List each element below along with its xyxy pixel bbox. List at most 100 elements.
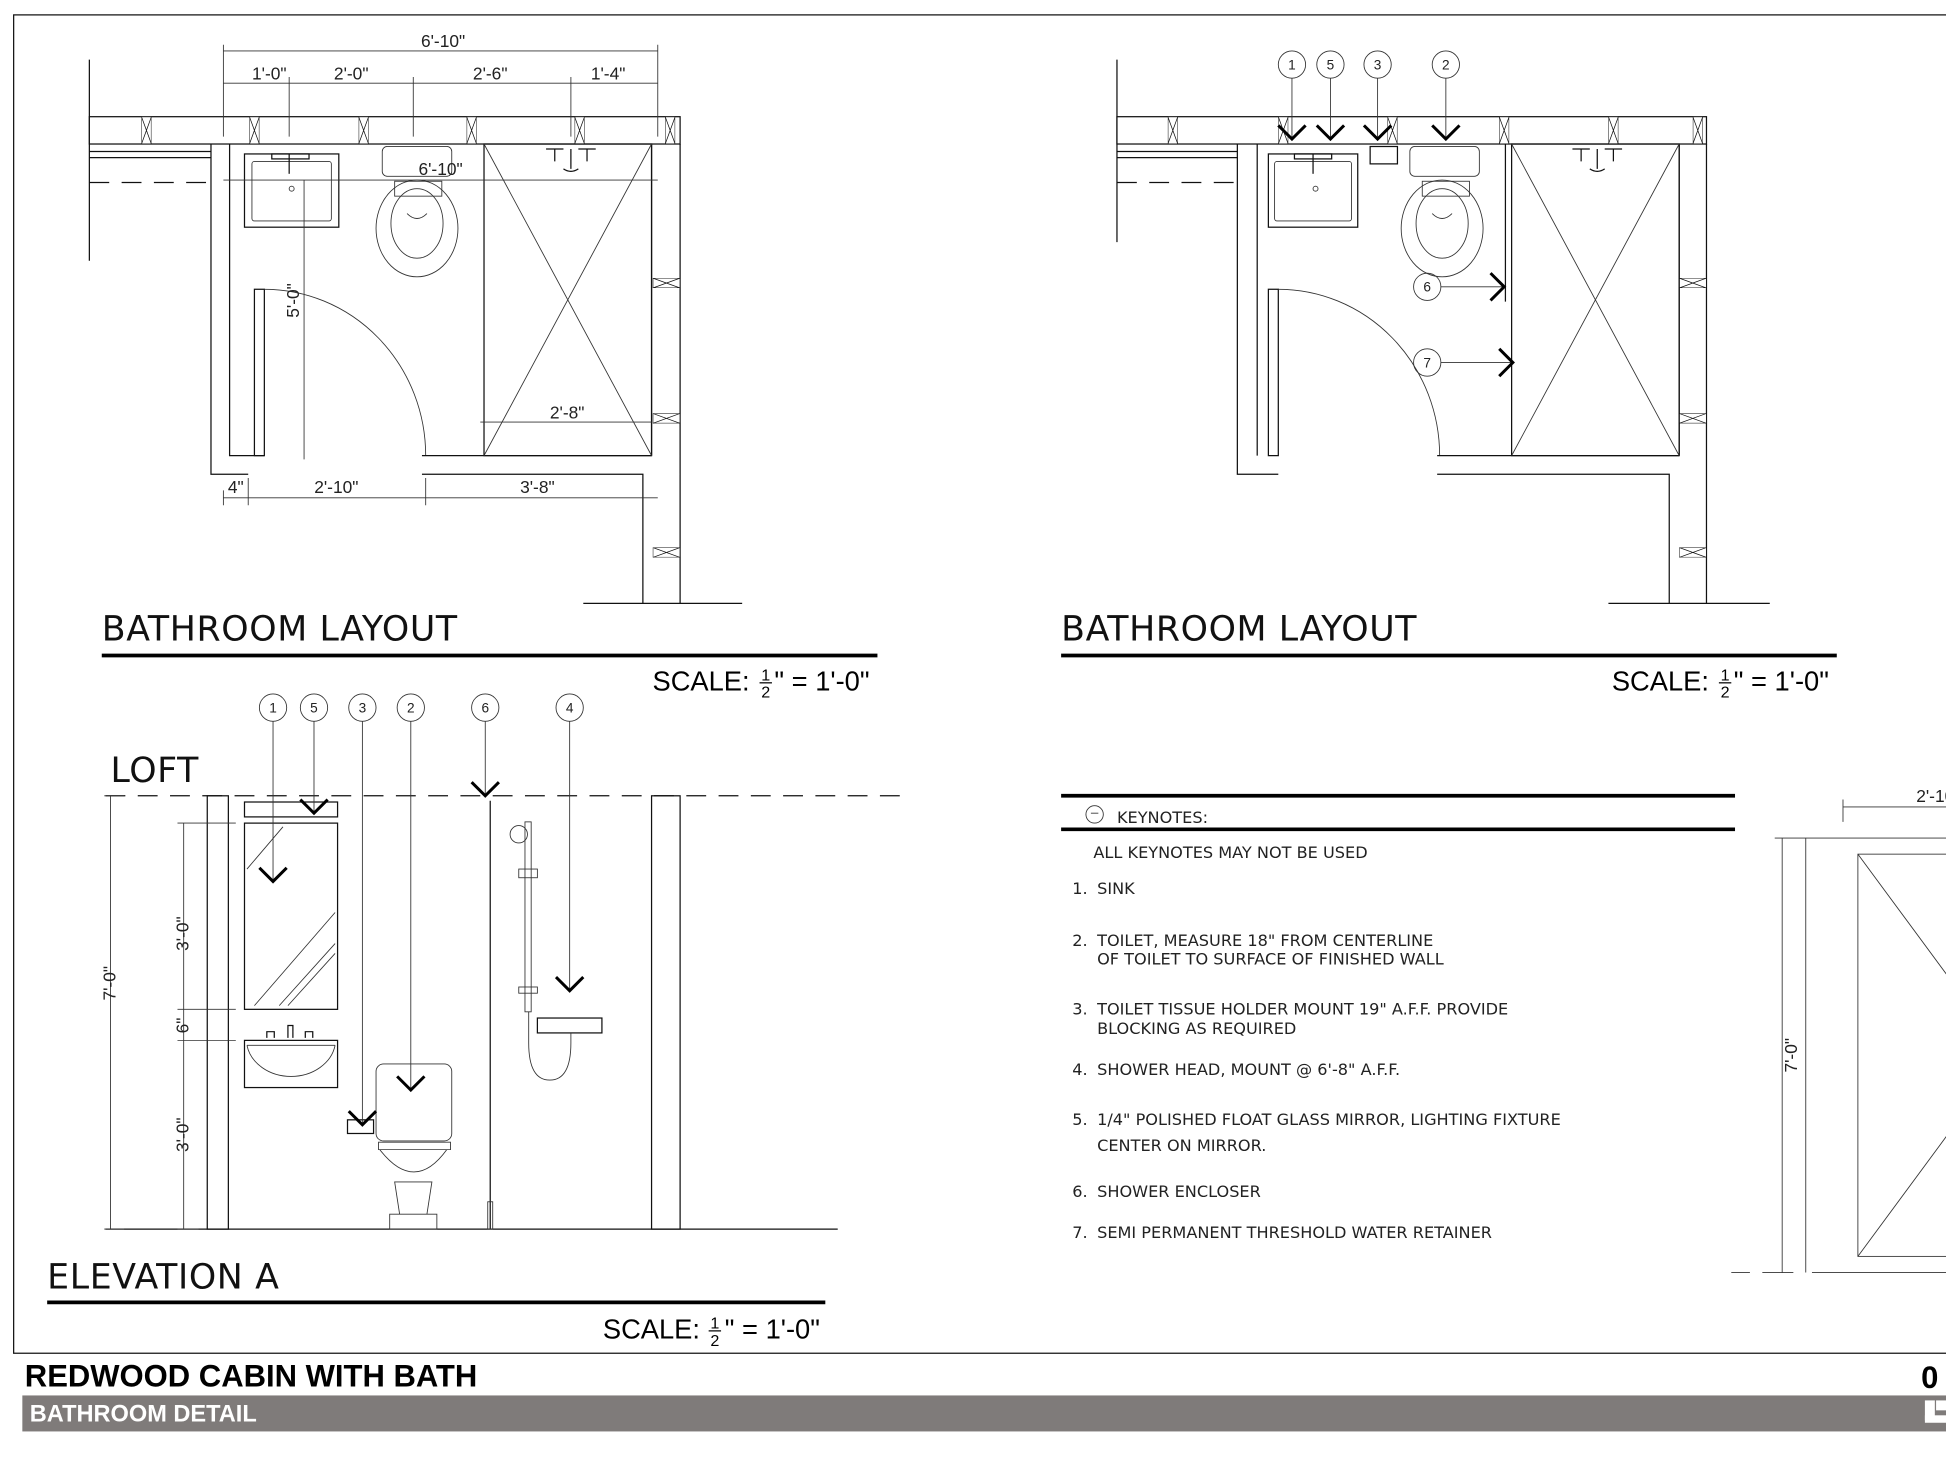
elevation-title: ELEVATION A (47, 1258, 279, 1298)
svg-text:CENTER ON MIRROR.: CENTER ON MIRROR. (1097, 1136, 1266, 1155)
sheet-border (13, 14, 1946, 1354)
svg-text:" = 1'-0": " = 1'-0" (1734, 665, 1829, 696)
keynote-tag: 6 (470, 693, 500, 798)
keynote-item: 1. SINK (1072, 879, 1135, 898)
wall-column (206, 795, 229, 1230)
sheet-title: BATHROOM DETAIL (30, 1401, 257, 1427)
toilet-plan-icon (1400, 146, 1484, 278)
dim-shower-width: 2'-8" (550, 402, 585, 422)
svg-text:1: 1 (1721, 666, 1730, 684)
svg-text:2.: 2. (1072, 931, 1087, 950)
dim-bottom-3: 3'-8" (520, 477, 555, 497)
keynote-tag: 1 (1277, 50, 1307, 142)
svg-text:6: 6 (481, 701, 489, 716)
dim-bottom-2: 2'-10" (314, 477, 358, 497)
right-and-bottom-wall (421, 144, 681, 604)
plan-left-scale: SCALE: 1 2 " = 1'-0" (653, 665, 870, 701)
door-jamb (253, 288, 265, 457)
dim-gap: 6" (173, 1018, 193, 1034)
keynote-tag: 1 (258, 693, 288, 884)
keynote-item: 6.SHOWER ENCLOSER (1072, 1182, 1261, 1201)
keynote-item: 5. 1/4" POLISHED FLOAT GLASS MIRROR, LIGH… (1072, 1110, 1561, 1155)
shower-stall (483, 143, 653, 457)
svg-text:2: 2 (1442, 58, 1450, 73)
dim-shower-width: 2'-10" (1916, 786, 1946, 806)
svg-text:5: 5 (310, 701, 318, 716)
svg-text:2: 2 (710, 1332, 719, 1350)
door-swing-arc (264, 288, 427, 456)
dim-shower-height: 7'-0" (1781, 1038, 1801, 1073)
plan-right-title: BATHROOM LAYOUT (1061, 610, 1417, 650)
dim-overall-width: 6'-10" (421, 31, 465, 51)
elevation-scale: SCALE: 1 2 " = 1'-0" (603, 1313, 820, 1349)
svg-text:5: 5 (1327, 58, 1335, 73)
svg-text:2: 2 (1721, 684, 1730, 702)
svg-text:6.: 6. (1072, 1182, 1087, 1201)
keynotes-subheader: ALL KEYNOTES MAY NOT BE USED (1093, 843, 1367, 862)
plan-left-title: BATHROOM LAYOUT (102, 610, 458, 650)
left-wall (210, 144, 265, 475)
sink-plan-icon (243, 153, 340, 228)
svg-text:SCALE:: SCALE: (1612, 665, 1709, 696)
sheet-number: 0 (1921, 1360, 1938, 1395)
svg-text:7: 7 (1423, 355, 1431, 370)
dim-inner-width: 6'-10" (418, 159, 462, 179)
title-block: REDWOOD CABIN WITH BATH 0 BATHROOM DETAI… (22, 1359, 1946, 1432)
svg-text:" = 1'-0": " = 1'-0" (774, 665, 869, 696)
svg-text:2: 2 (407, 701, 415, 716)
dim-segment-2: 2'-0" (334, 63, 369, 83)
svg-text:1: 1 (269, 701, 277, 716)
dim-segment-1: 1'-0" (252, 63, 287, 83)
svg-text:4.: 4. (1072, 1060, 1087, 1079)
dim-depth: 5'-0" (283, 283, 303, 318)
keynote-tag: 3 (1362, 50, 1393, 142)
svg-text:OF TOILET TO SURFACE OF FINISH: OF TOILET TO SURFACE OF FINISHED WALL (1097, 950, 1444, 969)
svg-text:7.: 7. (1072, 1223, 1087, 1242)
svg-text:SHOWER HEAD, MOUNT @ 6'-8" A.F: SHOWER HEAD, MOUNT @ 6'-8" A.F.F. (1097, 1060, 1400, 1079)
svg-text:2: 2 (761, 684, 770, 702)
shower-valve-icon (546, 148, 596, 172)
keynote-item: 7. SEMI PERMANENT THRESHOLD WATER RETAINE… (1072, 1223, 1492, 1242)
svg-text:3.: 3. (1072, 999, 1087, 1018)
keynote-tag: 2 (396, 693, 426, 1093)
svg-text:3: 3 (359, 701, 367, 716)
svg-text:1: 1 (710, 1314, 719, 1332)
sheet-title-band (22, 1395, 1946, 1432)
bathroom-layout-plan-dimensioned: 6'-10" 1'-0" 2'-0" 2'-6" 1'-4" 6'-10" 5'… (88, 31, 878, 702)
svg-text:SEMI PERMANENT THRESHOLD WATER: SEMI PERMANENT THRESHOLD WATER RETAINER (1097, 1223, 1492, 1242)
mirror-icon (243, 822, 339, 1010)
svg-text:SCALE:: SCALE: (603, 1313, 700, 1344)
keynote-item: 4. SHOWER HEAD, MOUNT @ 6'-8" A.F.F. (1072, 1060, 1400, 1079)
keynote-tag: 2 (1431, 50, 1461, 142)
keynote-tag: 3 (347, 693, 378, 1127)
keynote-tag: 6 (1413, 272, 1507, 302)
keynote-item: 2. TOILET, MEASURE 18" FROM CENTERLINEOF … (1072, 931, 1443, 969)
svg-text:SINK: SINK (1097, 879, 1135, 898)
svg-text:5.: 5. (1072, 1110, 1087, 1129)
sink-elevation-icon (243, 1024, 339, 1089)
dim-bottom-1: 4" (228, 477, 244, 497)
keynote-tag: 5 (1315, 50, 1346, 142)
keynote-tag: 5 (299, 693, 329, 816)
svg-text:TOILET, MEASURE 18" FROM CENTE: TOILET, MEASURE 18" FROM CENTERLINE (1096, 931, 1433, 950)
svg-text:" = 1'-0": " = 1'-0" (725, 1313, 820, 1344)
svg-text:1.: 1. (1072, 879, 1087, 898)
shower-fixture-icon (509, 821, 603, 1081)
svg-text:BLOCKING AS REQUIRED: BLOCKING AS REQUIRED (1097, 1019, 1296, 1038)
light-fixture-icon (243, 801, 339, 818)
keynote-tag: 4 (554, 693, 585, 993)
dim-segment-3: 2'-6" (473, 63, 508, 83)
toilet-elevation-icon (375, 1063, 453, 1230)
tissue-holder-icon (1369, 145, 1399, 165)
logo-icon (1924, 1400, 1946, 1423)
sink-plan-icon (1267, 153, 1359, 228)
svg-text:4: 4 (566, 701, 574, 716)
loft-label: LOFT (110, 751, 199, 791)
keynote-symbol-icon (1085, 805, 1104, 824)
svg-text:1/4" POLISHED FLOAT GLASS MIRR: 1/4" POLISHED FLOAT GLASS MIRROR, LIGHTI… (1097, 1110, 1561, 1129)
elevation-a: LOFT 1 5 3 2 6 4 7'-0" 3'-0" 6" 3'-0" EL… (47, 693, 906, 1350)
svg-text:SCALE:: SCALE: (653, 665, 750, 696)
dim-segment-4: 1'-4" (591, 63, 626, 83)
keynote-item: 3.TOILET TISSUE HOLDER MOUNT 19" A.F.F. … (1072, 999, 1508, 1038)
